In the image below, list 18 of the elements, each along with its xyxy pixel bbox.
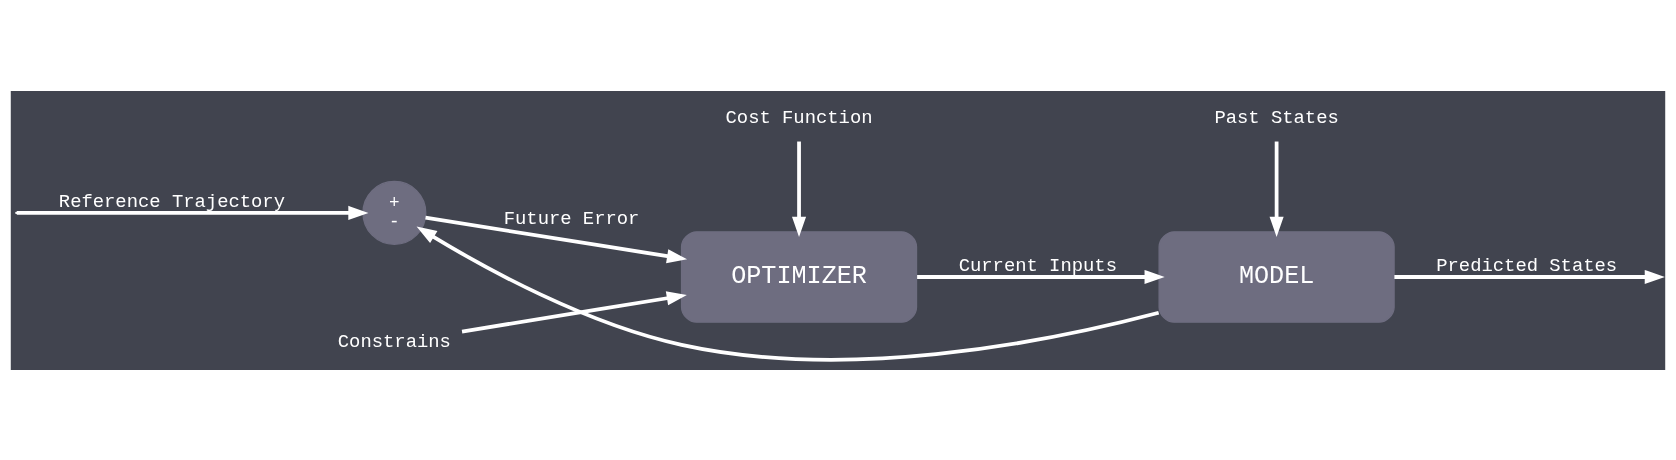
node-text: Constrains [337, 330, 451, 353]
edge-label: Predicted States [1436, 254, 1618, 277]
node-text: Past States [1214, 106, 1339, 129]
edge-label: Future Error [503, 207, 640, 230]
arrow [425, 215, 688, 263]
node-box: MODEL [1158, 230, 1395, 323]
arrow [1394, 269, 1665, 284]
arrow [416, 226, 1160, 361]
node-text: Cost Function [725, 106, 873, 129]
node-box: OPTIMIZER [680, 230, 918, 323]
arrow [461, 290, 687, 333]
node-circle: + - [362, 180, 427, 245]
edge-label: Current Inputs [958, 254, 1117, 277]
edge-label: Reference Trajectory [58, 190, 285, 213]
arrow [1269, 141, 1284, 237]
arrow [16, 205, 369, 220]
arrow [792, 141, 807, 237]
arrow [917, 269, 1165, 284]
